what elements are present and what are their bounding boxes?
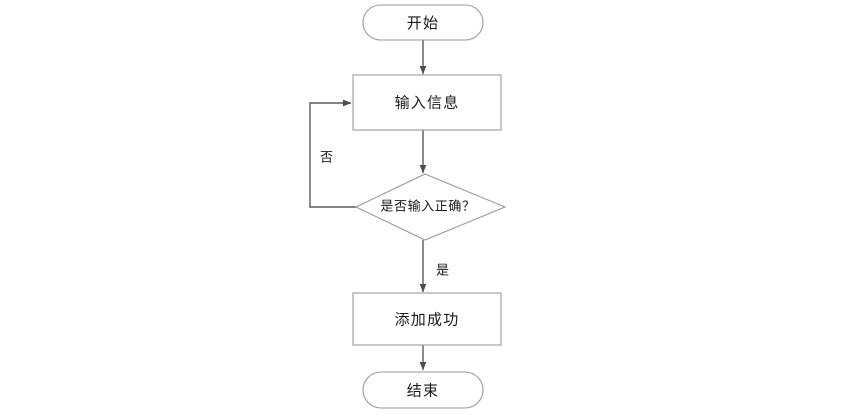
start-terminator-shape[interactable]	[362, 4, 484, 41]
node-end[interactable]: 结束	[362, 371, 484, 409]
end-terminator-shape[interactable]	[362, 371, 484, 409]
decision-label: 是否输入正确？	[380, 199, 475, 215]
edge-label-no: 否	[320, 151, 333, 166]
success-label: 添加成功	[395, 311, 460, 329]
start-label: 开始	[407, 14, 439, 32]
success-process-shape[interactable]	[352, 292, 502, 346]
edge-line-decision-input-loop	[309, 99, 356, 208]
edge-decision-to-input-loop: 否	[309, 99, 356, 208]
edge-label-yes: 是	[436, 264, 449, 279]
node-start[interactable]: 开始	[362, 4, 484, 41]
edge-decision-to-success: 是	[419, 240, 449, 293]
end-label: 结束	[407, 382, 439, 400]
node-decision-input-correct[interactable]: 是否输入正确？	[354, 173, 507, 241]
input-process-shape[interactable]	[352, 74, 502, 131]
input-label: 输入信息	[395, 94, 460, 112]
decision-diamond-shape[interactable]	[354, 173, 507, 241]
node-add-success[interactable]: 添加成功	[352, 292, 502, 346]
node-input-info[interactable]: 输入信息	[352, 74, 502, 131]
